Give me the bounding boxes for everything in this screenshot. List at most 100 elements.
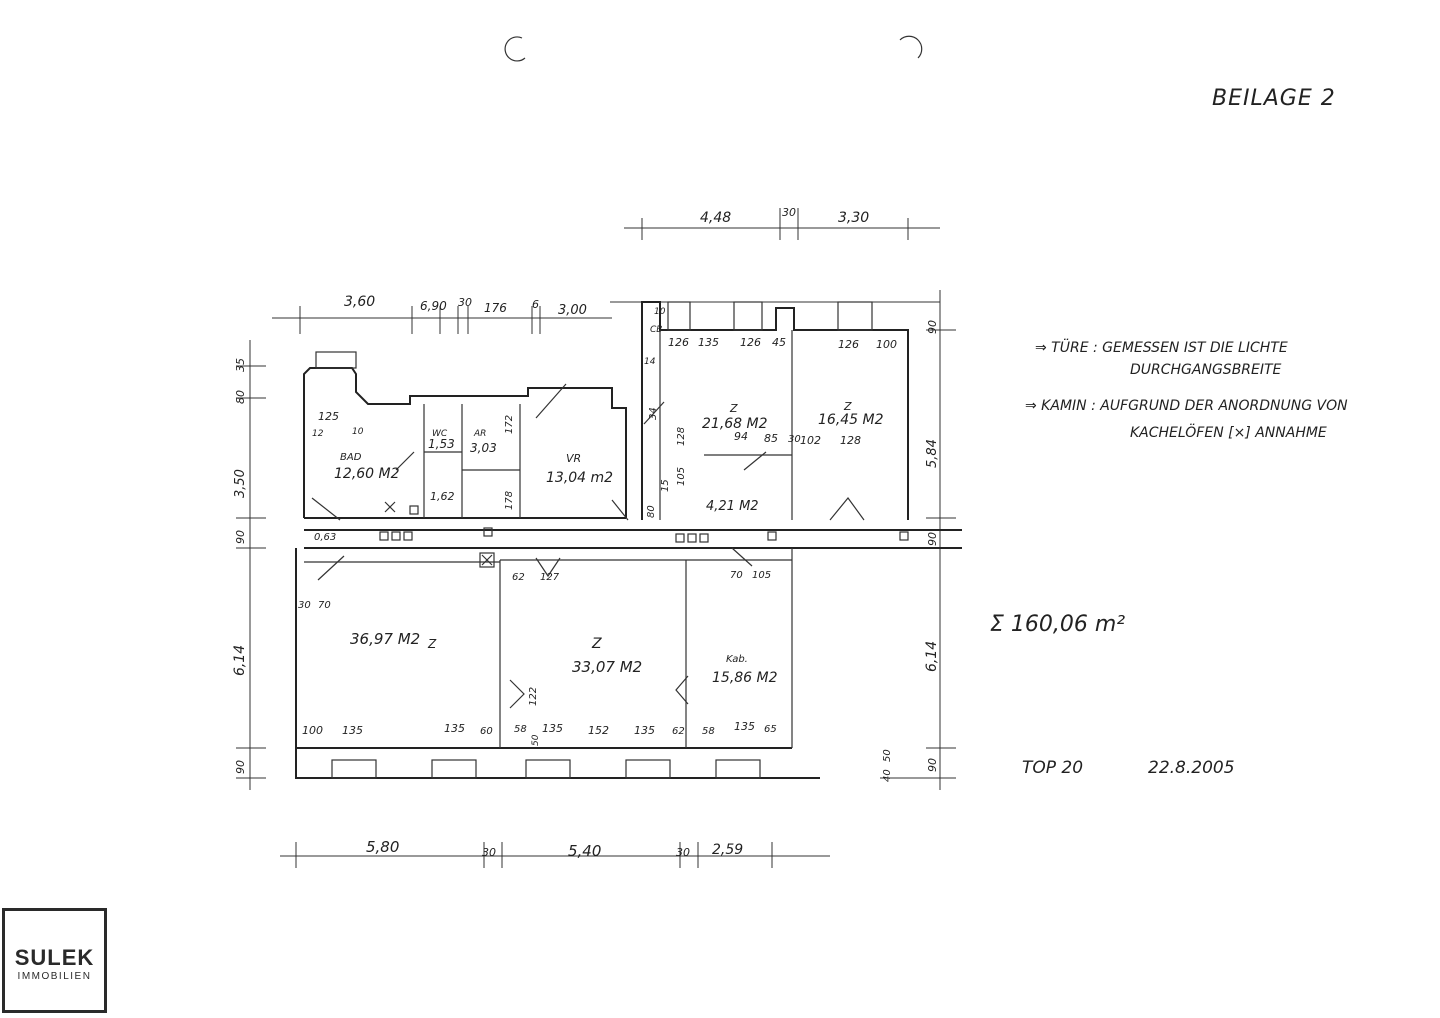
dim-label: 100 <box>302 724 323 737</box>
dim-label: 152 <box>588 724 609 737</box>
dim-label: 58 <box>514 724 527 735</box>
dim-label: 135 <box>444 722 465 735</box>
dim-label: 90 <box>234 760 247 774</box>
dim-label: 70 <box>318 600 331 611</box>
dim-label: 30 <box>782 206 796 219</box>
dim-label: 6,14 <box>232 645 248 676</box>
room-area-c: 36,97 M2 <box>350 630 420 648</box>
legend-door: ⇒ TÜRE : GEMESSEN IST DIE LICHTE <box>1035 340 1288 356</box>
dim-label: 58 <box>702 726 715 737</box>
room-name-b: Z <box>843 400 852 413</box>
room-name-vr: VR <box>566 452 581 465</box>
dim-label: 172 <box>504 415 515 434</box>
dim-label: 62 <box>672 726 685 737</box>
dim-label: 80 <box>646 505 657 518</box>
room-name-ar: AR <box>473 429 486 439</box>
dim-label: 10 <box>352 427 364 437</box>
legend-kamin: ⇒ KAMIN : AUFGRUND DER ANORDNUNG VON <box>1025 398 1348 414</box>
dimension-lines <box>236 208 956 868</box>
dim-label: 128 <box>676 427 687 446</box>
dim-label: 5,84 <box>925 439 940 468</box>
dim-label: 105 <box>752 570 771 581</box>
dim-label: 40 <box>882 769 893 782</box>
binder-hole-left <box>504 36 526 62</box>
dim-label: 100 <box>876 338 897 351</box>
dim-label: 30 <box>482 846 496 859</box>
dim-label: 30 <box>298 600 311 611</box>
legend-kamin-cont: KACHELÖFEN [×] ANNAHME <box>1130 425 1327 441</box>
dim-label: 4,48 <box>700 210 731 226</box>
dim-label: 2,59 <box>712 842 743 858</box>
dim-label: 126 <box>838 338 859 351</box>
dim-label: 122 <box>528 687 539 706</box>
windows <box>315 301 873 779</box>
dim-label: 62 <box>512 572 525 583</box>
room-name-kab: Kab. <box>726 654 748 665</box>
room-area-wc: 1,53 <box>428 437 455 451</box>
dim-label: 127 <box>540 572 560 583</box>
dim-label: 3,50 <box>233 469 248 498</box>
room-name-a: Z <box>729 402 738 415</box>
room-name-c: Z <box>427 637 437 651</box>
room-name-wc: WC <box>432 429 448 439</box>
dim-label: 1,62 <box>430 490 455 503</box>
dim-label: 10 <box>654 307 666 317</box>
binder-hole-right <box>899 35 923 59</box>
door-swings <box>311 383 865 709</box>
dim-label: 30 <box>676 846 690 859</box>
dim-label: 85 <box>764 432 778 445</box>
dim-label: 35 <box>234 358 247 372</box>
dim-label: 90 <box>234 530 247 544</box>
room-area-ar: 3,03 <box>470 441 497 455</box>
dim-label: 126 <box>668 336 689 349</box>
room-area-b: 16,45 M2 <box>818 412 884 428</box>
room-area-small: 4,21 M2 <box>706 499 759 514</box>
dim-label: 50 <box>882 749 893 762</box>
dim-label: 5,40 <box>568 842 601 860</box>
dim-label: 3,30 <box>838 210 869 226</box>
dim-label: 50 <box>531 734 541 746</box>
room-area-vr: 13,04 m2 <box>546 470 613 486</box>
room-name-d: Z <box>591 636 602 652</box>
dim-label: 6,14 <box>924 641 940 672</box>
dim-label: 135 <box>542 722 563 735</box>
dim-label: 135 <box>634 724 655 737</box>
dim-label: 30 <box>788 434 801 445</box>
chimney-markers <box>379 501 909 568</box>
room-name-bad: BAD <box>340 452 362 463</box>
dim-label: 90 <box>926 532 939 546</box>
room-labels: BAD 12,60 M2 WC 1,53 AR 3,03 VR 13,04 m2… <box>334 400 884 686</box>
unit-label: TOP 20 <box>1022 758 1084 778</box>
room-area-kab: 15,86 M2 <box>712 670 778 686</box>
room-area-a: 21,68 M2 <box>702 416 768 432</box>
dim-label: 65 <box>764 724 777 735</box>
sulek-logo: SULEK IMMOBILIEN <box>2 908 107 1013</box>
date-label: 22.8.2005 <box>1148 758 1235 778</box>
dim-label: 34 <box>648 407 659 420</box>
room-area-bad: 12,60 M2 <box>334 466 400 482</box>
dim-label: 15 <box>660 479 671 492</box>
dim-label: 135 <box>734 720 755 733</box>
dim-label: 12 <box>312 429 324 439</box>
dim-label: 90 <box>926 320 939 334</box>
dim-label: 80 <box>234 390 247 404</box>
dim-label: 14 <box>644 357 656 367</box>
dim-label: 90 <box>926 758 939 772</box>
dim-label: 60 <box>480 726 493 737</box>
dim-label: 94 <box>734 430 748 443</box>
dim-label: 176 <box>484 301 507 315</box>
dim-label: 6,90 <box>420 299 447 313</box>
dim-label: 128 <box>840 434 861 447</box>
dim-label: 0,63 <box>314 532 336 543</box>
dim-label: 135 <box>698 336 719 349</box>
dim-label: 3,00 <box>558 303 587 318</box>
dim-label: 178 <box>504 491 515 510</box>
dim-label: 126 <box>740 336 761 349</box>
dim-label: 30 <box>458 296 472 309</box>
dim-label: 70 <box>730 570 743 581</box>
logo-sub: IMMOBILIEN <box>17 971 92 982</box>
logo-name: SULEK <box>14 945 95 970</box>
dim-label: 135 <box>342 724 363 737</box>
room-area-d: 33,07 M2 <box>572 658 642 676</box>
dim-label: 5,80 <box>366 838 399 856</box>
